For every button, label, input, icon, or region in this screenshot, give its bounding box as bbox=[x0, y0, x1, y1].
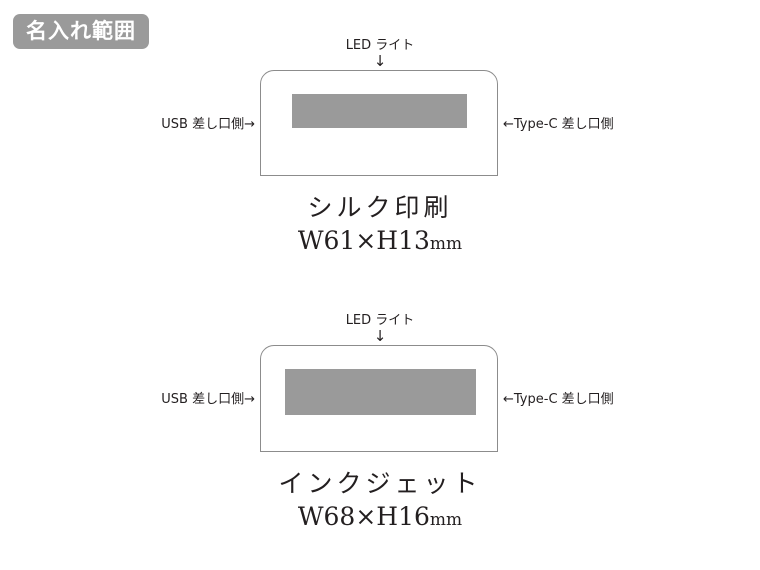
device-outline bbox=[260, 345, 498, 452]
print-size-line: W68×H16mm bbox=[0, 501, 760, 534]
led-light-label: LED ライト bbox=[345, 38, 415, 53]
led-light-label: LED ライト bbox=[345, 313, 415, 328]
led-light-arrow-icon: ↓ bbox=[373, 327, 387, 345]
typec-port-side-label: ←Type-C 差し口側 bbox=[503, 392, 614, 407]
print-method-caption: シルク印刷 W61×H13mm bbox=[0, 192, 760, 257]
print-area-rectangle bbox=[285, 369, 476, 415]
usb-port-side-label: USB 差し口側→ bbox=[161, 392, 255, 407]
print-method-name: インクジェット bbox=[278, 469, 482, 498]
print-size-line: W61×H13mm bbox=[0, 225, 760, 258]
print-size-value: W68×H16 bbox=[297, 501, 430, 531]
print-method-name: シルク印刷 bbox=[307, 193, 453, 222]
print-method-caption: インクジェット W68×H16mm bbox=[0, 468, 760, 533]
usb-port-side-label: USB 差し口側→ bbox=[161, 117, 255, 132]
led-light-arrow-icon: ↓ bbox=[373, 52, 387, 70]
print-area-rectangle bbox=[292, 94, 467, 128]
page-title-badge: 名入れ範囲 bbox=[13, 14, 149, 50]
print-size-value: W61×H13 bbox=[297, 225, 430, 255]
print-size-unit: mm bbox=[429, 233, 463, 254]
device-outline bbox=[260, 70, 498, 176]
print-size-unit: mm bbox=[429, 509, 463, 530]
typec-port-side-label: ←Type-C 差し口側 bbox=[503, 117, 614, 132]
